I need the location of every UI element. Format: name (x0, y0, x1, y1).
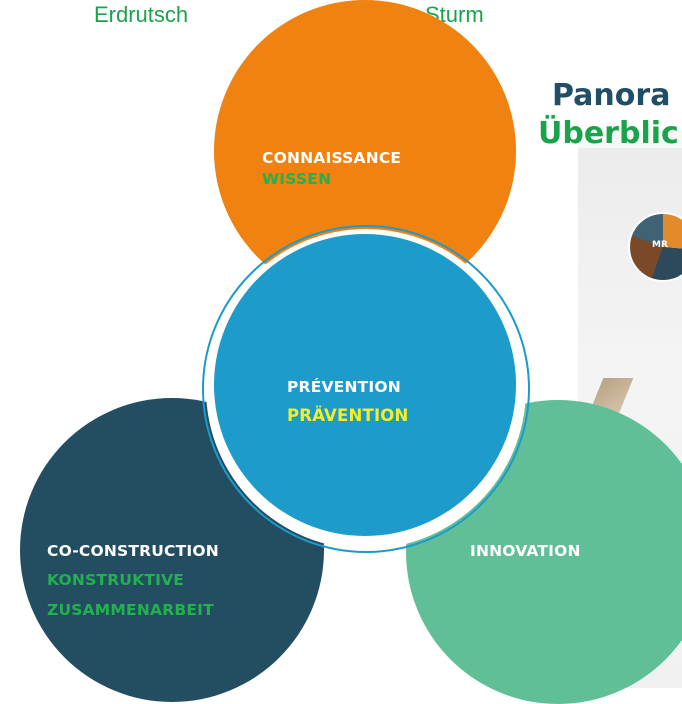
panel-top-strip (578, 130, 682, 148)
circle-prevention-ring (202, 225, 530, 553)
logo-text: MR (652, 240, 668, 250)
prevention-label: PRÉVENTION (287, 378, 401, 396)
circle-prevention (214, 234, 516, 536)
mr-logo-icon: MR (628, 212, 682, 282)
label-erdrutsch: Erdrutsch (94, 2, 189, 27)
innovation-label: INNOVATION (470, 542, 581, 560)
zusammenarbeit-label: ZUSAMMENARBEIT (47, 601, 214, 619)
praevention-label: PRÄVENTION (287, 406, 409, 425)
panorama-heading: Panora (552, 78, 671, 113)
konstruktive-label: KONSTRUKTIVE (47, 571, 185, 589)
connaissance-label: CONNAISSANCE (262, 149, 402, 167)
ueberblick-heading: Überblic (538, 116, 679, 151)
co-construction-label: CO-CONSTRUCTION (47, 542, 219, 560)
wissen-label: WISSEN (262, 170, 332, 188)
